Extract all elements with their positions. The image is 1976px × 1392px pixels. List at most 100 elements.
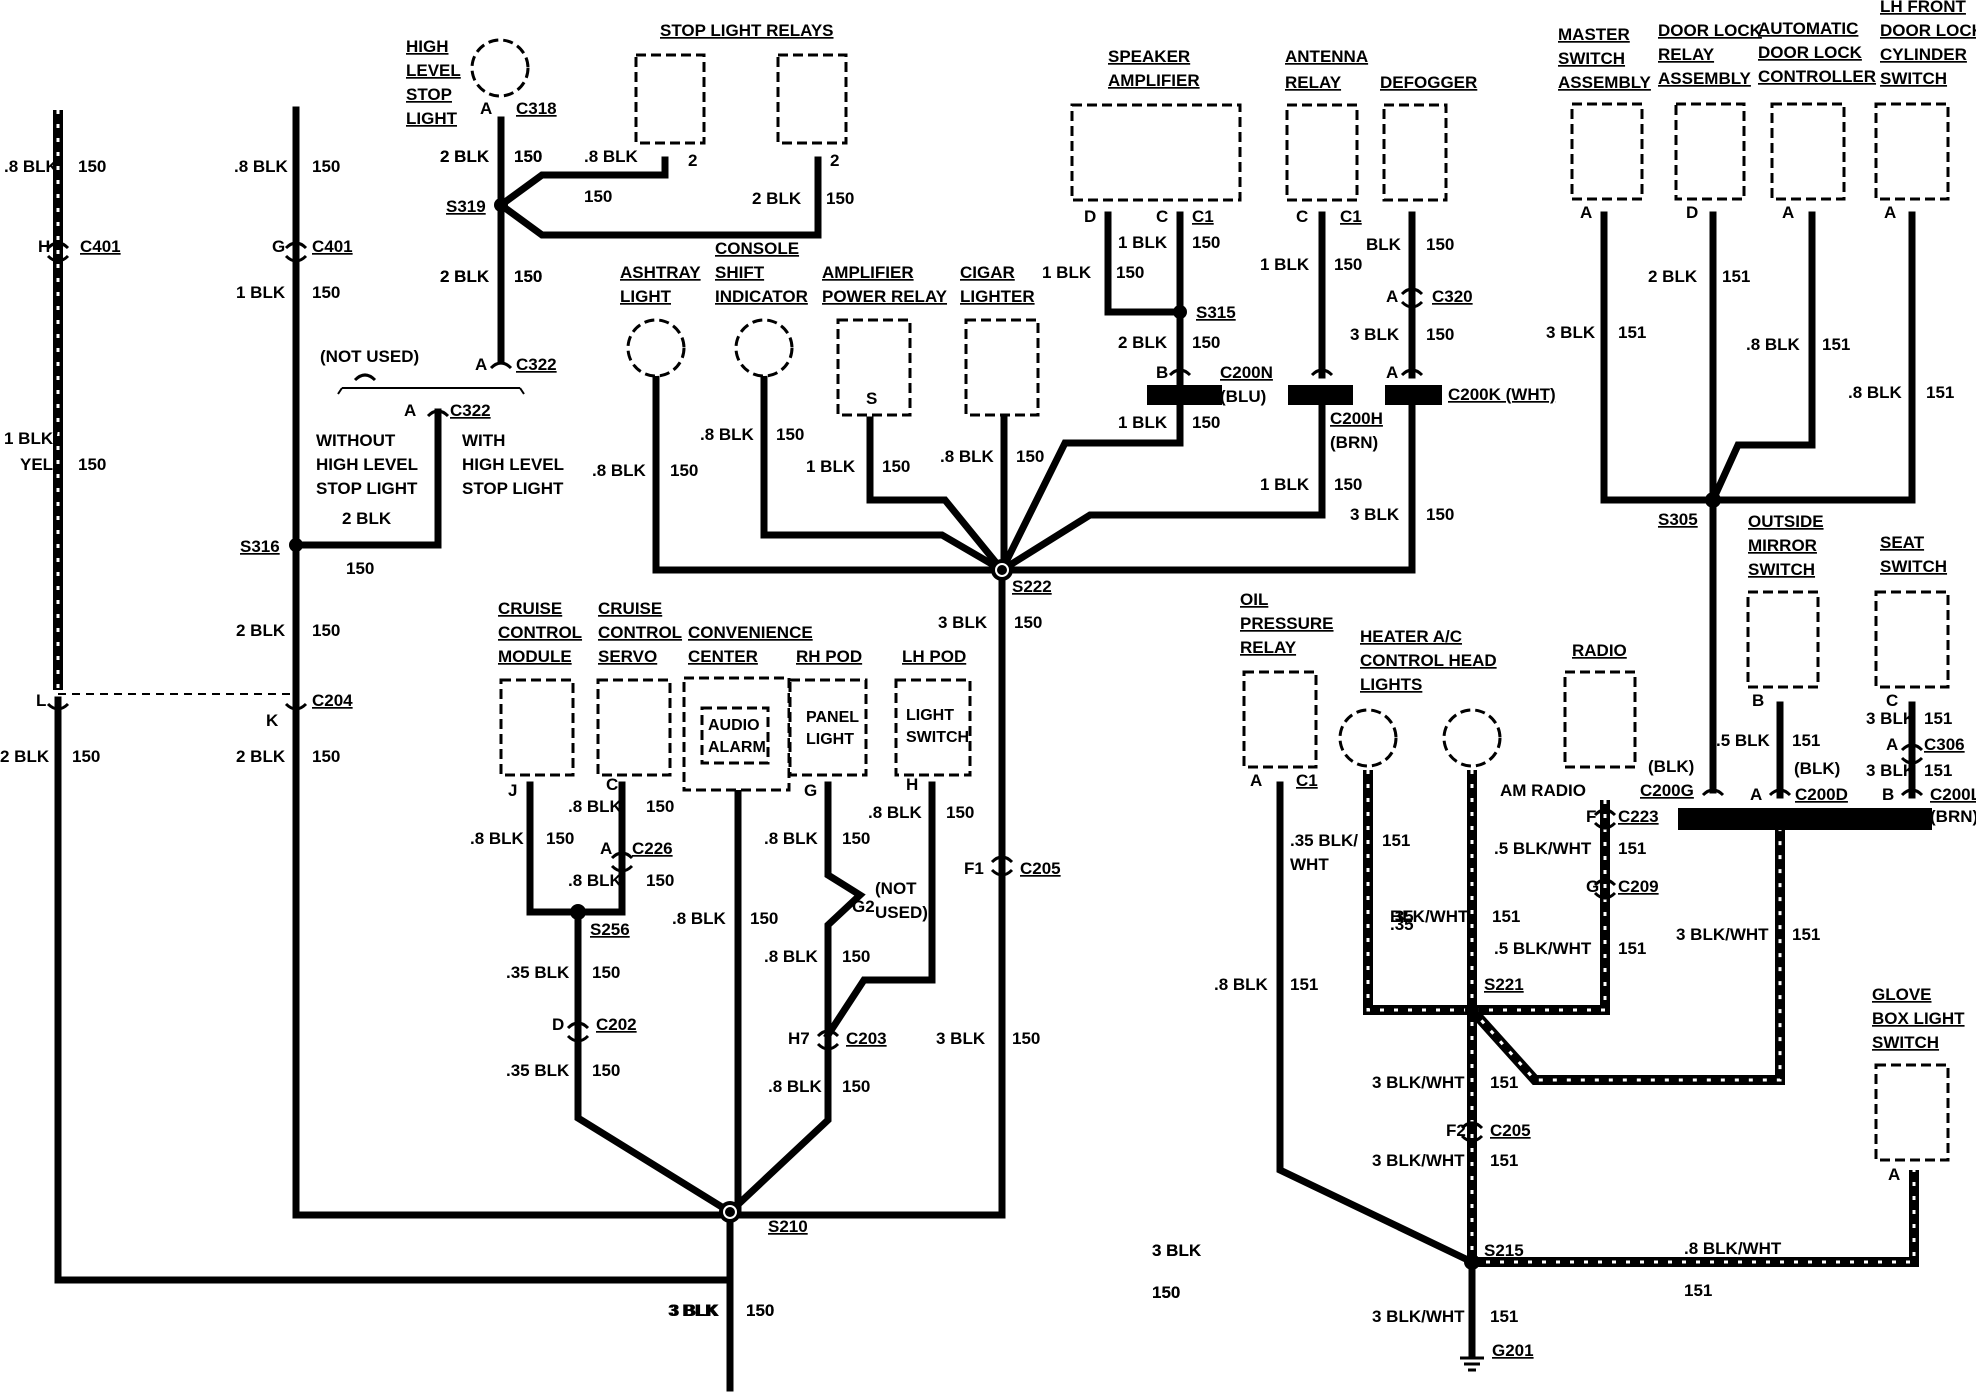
pin-k-c204: K [266, 711, 279, 730]
component-labels: HIGH LEVEL STOP LIGHT STOP LIGHT RELAYS … [316, 0, 1976, 1052]
label-relay-2: RELAY [1658, 45, 1715, 64]
wire-amp-relay [866, 416, 1007, 575]
label-relay-3: ASSEMBLY [1658, 69, 1752, 88]
label-cruise-servo-3: SERVO [598, 647, 657, 666]
wire-label-w58n: 150 [746, 1301, 774, 1320]
wire-ashtray [652, 374, 1006, 574]
pin-g-panel: G [804, 781, 817, 800]
oil-pressure-relay-box [1242, 670, 1318, 769]
label-relay-1: DOOR LOCK [1658, 21, 1763, 40]
wire-label-w38n: 150 [946, 803, 974, 822]
pin-g-c401: G [272, 237, 285, 256]
wire-label-w16n: 150 [1192, 413, 1220, 432]
label-seat-2: SWITCH [1880, 557, 1947, 576]
conn-c320: C320 [1432, 287, 1473, 306]
wire-auto-door [1708, 211, 1816, 505]
label-master-2: SWITCH [1558, 49, 1625, 68]
label-ashtray-1: ASHTRAY [620, 263, 701, 282]
wire-label-w54n: 151 [1490, 1151, 1518, 1170]
label-antenna-2: RELAY [1285, 73, 1342, 92]
wire-label-w45: .8 BLK [1214, 975, 1269, 994]
wire-label-w54: 3 BLK/WHT [1372, 1151, 1465, 1170]
label-speaker-1: SPEAKER [1108, 47, 1190, 66]
wire-label-w60n: 150 [514, 267, 542, 286]
pin-f2: F2 [1446, 1121, 1466, 1140]
heater-ac-light-2 [1442, 708, 1502, 768]
splice-s215: S215 [1484, 1241, 1524, 1260]
label-panel-1: PANEL [806, 709, 859, 726]
wire-label-w27: 3 BLK [1546, 323, 1596, 342]
wire-label-w19n: 150 [1426, 235, 1454, 254]
wire-label-w55n: 150 [1152, 1283, 1180, 1302]
conn-c200g: C200G [1640, 781, 1694, 800]
wire-label-w16: 1 BLK [1118, 413, 1168, 432]
conn-c322a: C322 [516, 355, 557, 374]
wire-label-w48: .5 BLK/WHT [1494, 939, 1592, 958]
ground-wires-150 [54, 106, 1916, 1392]
wire-label-w15n: 150 [1192, 333, 1220, 352]
conn-c200d-color: (BLK) [1794, 759, 1840, 778]
wire-label-w04: 1 BLK [236, 283, 286, 302]
wire-cruise-servo [574, 781, 626, 916]
stop-light-relay-2 [776, 53, 848, 145]
conn-c205b: C205 [1490, 1121, 1531, 1140]
conn-c209: C209 [1618, 877, 1659, 896]
wire-cruise-module [526, 781, 582, 916]
conn-c200h: C200H [1330, 409, 1383, 428]
wire-label-w10n: 150 [584, 187, 612, 206]
wire-label-w12: 2 BLK [440, 267, 490, 286]
label-hls-1: HIGH [406, 37, 449, 56]
pin-d-relay: D [1686, 203, 1698, 222]
label-auto-1: AUTOMATIC [1758, 19, 1858, 38]
wire-label-w50: 3 BLK [1866, 709, 1916, 728]
label-radio: RADIO [1572, 641, 1627, 660]
wire-label-w32: .8 BLK [568, 797, 623, 816]
wire-c200h-to-s222 [997, 396, 1326, 575]
outside-mirror-box [1746, 590, 1820, 689]
wire-label-w25: .8 BLK [940, 447, 995, 466]
light-switch-box [894, 678, 972, 777]
label-cruise-mod-2: CONTROL [498, 623, 582, 642]
wire-label-w38: .8 BLK [868, 803, 923, 822]
wire-label-w51n: 151 [1924, 761, 1952, 780]
c200-gdl-plate [1678, 808, 1932, 830]
wire-label-w31: .8 BLK [470, 829, 525, 848]
console-shift-bulb [734, 318, 794, 378]
pin-s-amp: S [866, 389, 877, 408]
wire-label-w47: .5 BLK/WHT [1494, 839, 1592, 858]
label-rh-pod: RH POD [796, 647, 862, 666]
label-amprelay-2: POWER RELAY [822, 287, 948, 306]
wire-label-w18n: 150 [1334, 475, 1362, 494]
wire-label-w33: .8 BLK [568, 871, 623, 890]
wire-label-w15: 2 BLK [1118, 333, 1168, 352]
label-console-2: SHIFT [715, 263, 765, 282]
wire-label-w17: 1 BLK [1260, 255, 1310, 274]
wire-c200k-to-s222 [998, 396, 1416, 574]
label-audio-1: AUDIO [708, 717, 760, 734]
label-lhdoor-4: SWITCH [1880, 69, 1947, 88]
speaker-amplifier-box [1070, 103, 1242, 202]
pin-a-lhdoor: A [1884, 203, 1896, 222]
label-mirror-3: SWITCH [1748, 560, 1815, 579]
connector-plates [1147, 385, 1932, 830]
wire-label-w18: 1 BLK [1260, 475, 1310, 494]
pin-labels: H G A A A L K 2 2 D C C B A A S A D A A … [36, 99, 1900, 1184]
wire-label-w51: 3 BLK [1866, 761, 1916, 780]
wire-label-w20: 3 BLK [1350, 325, 1400, 344]
wire-label-w06: 2 BLK [236, 747, 286, 766]
glove-box-switch-box [1874, 1063, 1950, 1162]
wire-label-w23n: 150 [776, 425, 804, 444]
label-not-used: (NOT USED) [320, 347, 419, 366]
lh-front-door-switch-box [1874, 102, 1950, 201]
wire-master [1600, 211, 1717, 504]
pin-b-c200n: B [1156, 363, 1168, 382]
wire-label-w57: .8 BLK/WHT [1684, 1239, 1782, 1258]
pin-d-spk: D [1084, 207, 1096, 226]
pin-a-glove: A [1888, 1165, 1900, 1184]
c200h-plate [1288, 385, 1353, 405]
label-with-1: WITH [462, 431, 505, 450]
label-amprelay-1: AMPLIFIER [822, 263, 914, 282]
label-console-3: INDICATOR [715, 287, 808, 306]
label-auto-2: DOOR LOCK [1758, 43, 1863, 62]
wire-label-w44b: WHT [1290, 855, 1329, 874]
